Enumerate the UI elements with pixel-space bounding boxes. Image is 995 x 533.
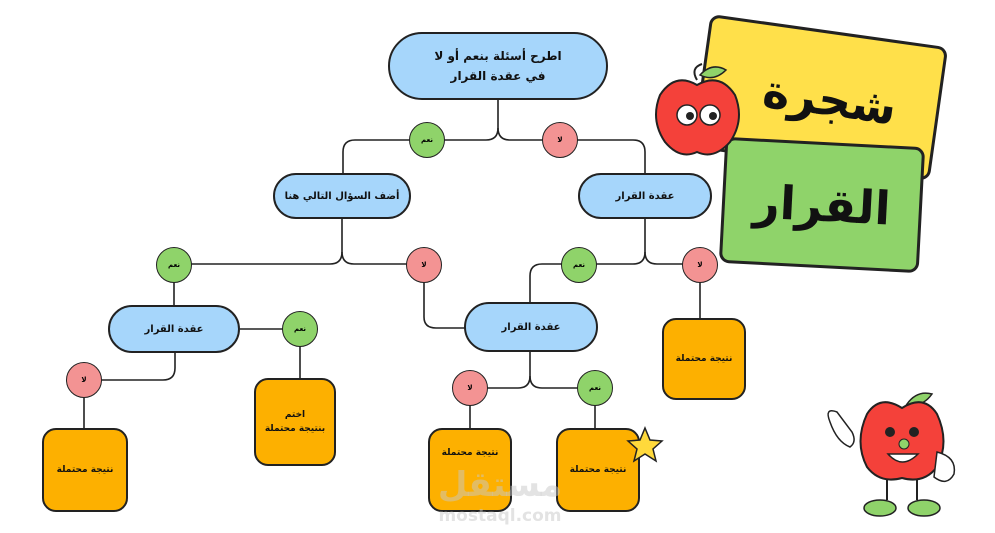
watermark-arabic: مستقل: [437, 465, 563, 505]
yes-badge: نعم: [282, 311, 318, 347]
root-line-2: في عقدة القرار: [450, 69, 546, 83]
yes-label: نعم: [420, 136, 434, 144]
yes-label: نعم: [167, 261, 181, 269]
no-label: لا: [467, 384, 473, 392]
yes-badge: نعم: [561, 247, 597, 283]
yes-label: نعم: [588, 384, 602, 392]
star-icon: [626, 426, 664, 463]
outcome-right[interactable]: نتيجة محتملة: [662, 318, 746, 400]
outcome-mid-right[interactable]: نتيجة محتملة: [556, 428, 640, 512]
yes-badge: نعم: [156, 247, 192, 283]
no-label: لا: [421, 261, 427, 269]
no-badge: لا: [406, 247, 442, 283]
outcome-finish[interactable]: اختم بنتيجة محتملة: [254, 378, 336, 466]
no-label: لا: [81, 376, 87, 384]
yes-label: نعم: [293, 325, 307, 333]
add-question-node[interactable]: أضف السؤال التالي هنا: [273, 173, 411, 219]
no-badge: لا: [542, 122, 578, 158]
no-label: لا: [557, 136, 563, 144]
apple-character-icon: [827, 392, 956, 517]
outcome-mid-left[interactable]: نتيجة محتملة: [428, 428, 512, 512]
no-badge: لا: [682, 247, 718, 283]
no-label: لا: [697, 261, 703, 269]
yes-badge: نعم: [409, 122, 445, 158]
title-card-2: القرار: [718, 136, 926, 274]
outcome-left[interactable]: نتيجة محتملة: [42, 428, 128, 512]
no-badge: لا: [66, 362, 102, 398]
decision-node-left[interactable]: عقدة القرار: [108, 305, 240, 353]
yes-badge: نعم: [577, 370, 613, 406]
title-word-2: القرار: [752, 174, 892, 236]
root-question-node[interactable]: اطرح أسئلة بنعم أو لا في عقدة القرار: [388, 32, 608, 100]
root-line-1: اطرح أسئلة بنعم أو لا: [434, 48, 562, 63]
title-word-1: شجرة: [759, 62, 901, 135]
no-badge: لا: [452, 370, 488, 406]
decision-node-right[interactable]: عقدة القرار: [578, 173, 712, 219]
yes-label: نعم: [572, 261, 586, 269]
watermark-latin: mostaql.com: [438, 506, 562, 526]
apple-icon: [655, 63, 740, 156]
decision-node-middle[interactable]: عقدة القرار: [464, 302, 598, 352]
